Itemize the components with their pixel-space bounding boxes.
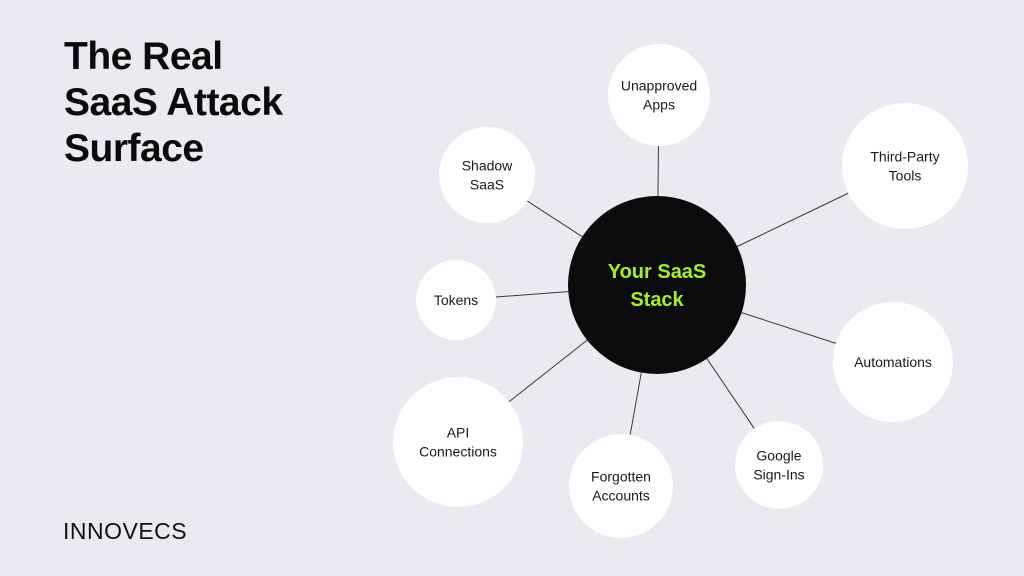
center-label: Your SaaS — [608, 261, 707, 283]
title-line-3: Surface — [64, 127, 204, 170]
node-label: Forgotten — [591, 469, 651, 485]
connector-tokens — [495, 291, 569, 298]
node-label: Apps — [643, 97, 675, 113]
node-label: API — [447, 425, 470, 441]
connector-api-connections — [508, 339, 588, 403]
node-circle — [735, 421, 823, 509]
node-tokens: Tokens — [416, 260, 496, 340]
connector-automations — [741, 312, 837, 344]
node-label: Automations — [854, 354, 932, 370]
node-automations: Automations — [833, 302, 953, 422]
connector-shadow-saas — [527, 200, 583, 238]
node-circle — [833, 302, 953, 422]
title-line-1: The Real — [64, 35, 223, 78]
node-api-connections: API Connections — [393, 377, 523, 507]
node-label: SaaS — [470, 177, 504, 193]
node-label: Tools — [889, 168, 922, 184]
brand-logo: INNOVECS — [63, 518, 188, 544]
node-circle — [439, 127, 535, 223]
node-label: Accounts — [592, 488, 650, 504]
center-label: Stack — [630, 289, 684, 311]
node-label: Unapproved — [621, 78, 697, 94]
node-circle — [569, 434, 673, 538]
node-circle — [842, 103, 968, 229]
node-label: Connections — [419, 444, 497, 460]
node-circle — [416, 260, 496, 340]
page-title: The Real SaaS Attack Surface — [64, 34, 283, 172]
connector-lines — [495, 145, 849, 435]
satellite-nodes: UnapprovedAppsThird-PartyToolsShadowSaaS… — [393, 44, 968, 538]
connector-forgotten-accounts — [629, 372, 642, 435]
connector-third-party-tools — [737, 192, 849, 247]
node-label: Google — [756, 448, 801, 464]
title-line-2: SaaS Attack — [64, 81, 283, 124]
center-circle — [568, 196, 746, 374]
node-circle — [393, 377, 523, 507]
node-circle — [608, 44, 710, 146]
center-node: Your SaaS Stack — [568, 196, 746, 374]
node-label: Third-Party — [870, 149, 939, 165]
connector-unapproved-apps — [657, 145, 659, 197]
node-label: Sign-Ins — [753, 467, 804, 483]
node-label: Shadow — [462, 158, 513, 174]
connector-google-sign-ins — [706, 358, 755, 429]
node-label: Tokens — [434, 292, 478, 308]
